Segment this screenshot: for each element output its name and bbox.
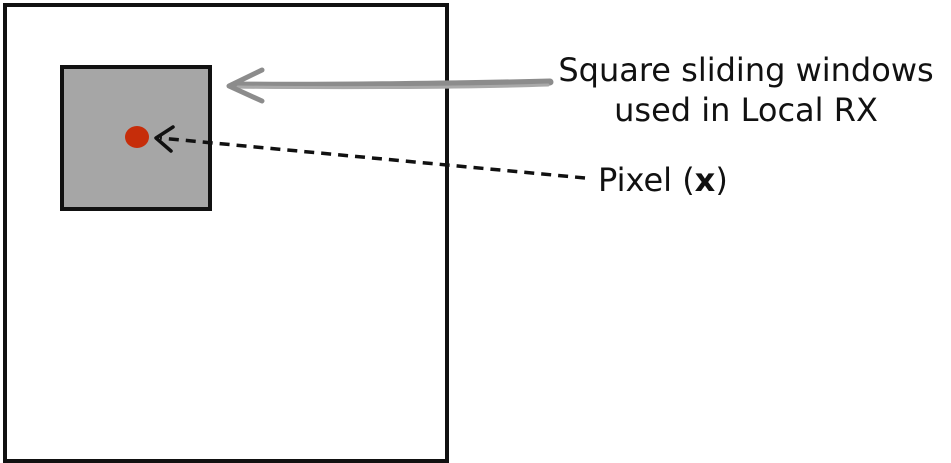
window-arrow (226, 67, 554, 104)
window-label-line1: Square sliding windows (558, 51, 933, 89)
window-arrow-head (226, 67, 265, 104)
window-label-line2: used in Local RX (614, 91, 878, 129)
pixel-label-symbol: x (695, 161, 716, 199)
pixel-arrow (154, 125, 586, 180)
window-arrow-shaft (232, 78, 554, 89)
pixel-arrow-head (154, 125, 175, 153)
pixel-label-suffix: ) (715, 161, 727, 199)
window-arrow-shaft-sketch (236, 83, 550, 90)
pixel-dot (125, 126, 149, 148)
pixel-label: Pixel (x) (598, 161, 728, 199)
pixel-label-prefix: Pixel ( (598, 161, 695, 199)
pixel-arrow-shaft (159, 136, 586, 180)
